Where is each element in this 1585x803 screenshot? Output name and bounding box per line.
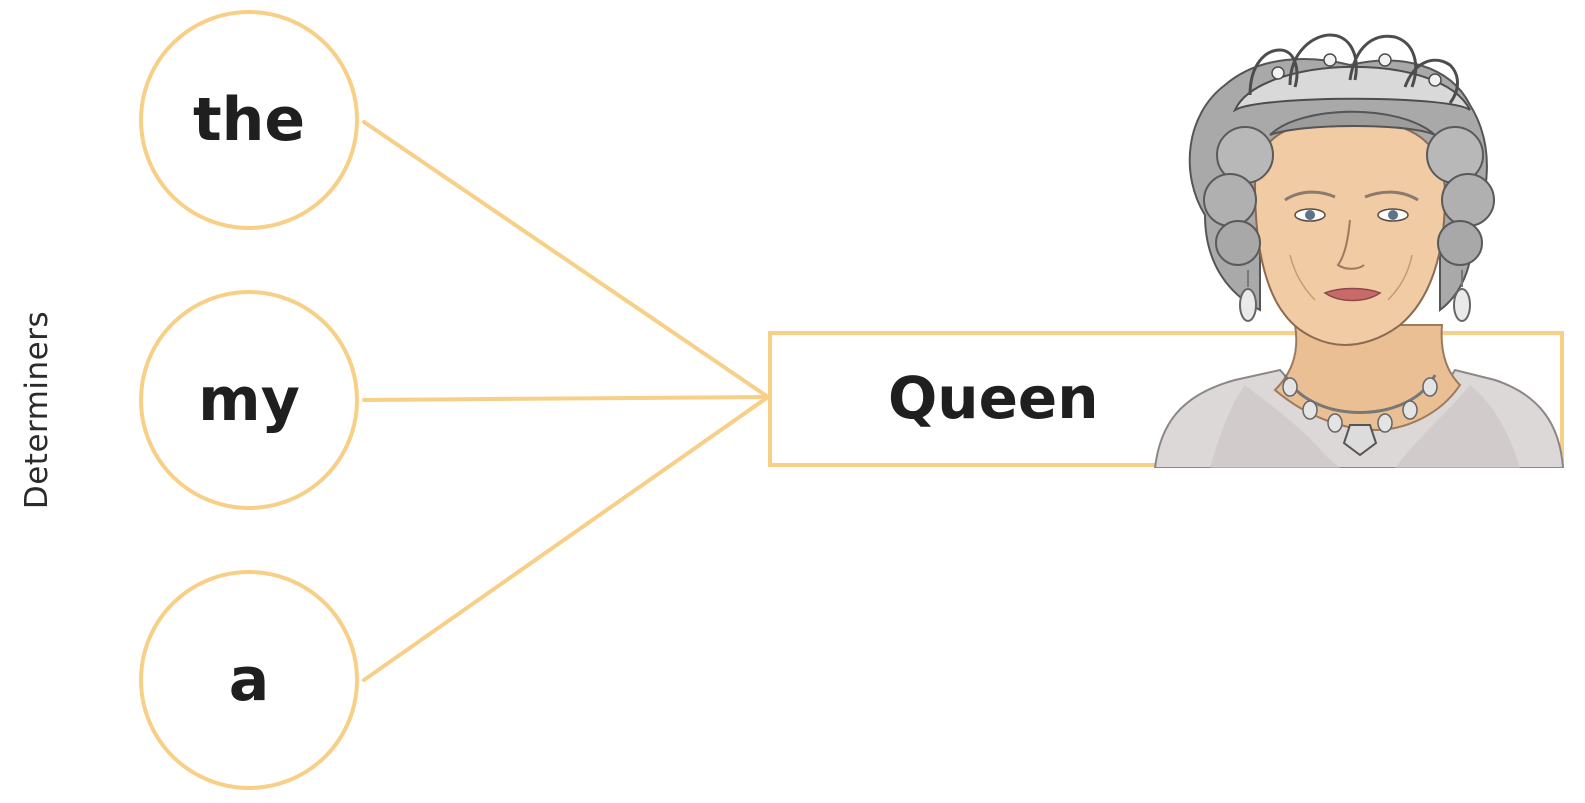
noun-label: Queen: [888, 364, 1099, 432]
determiner-circle-a: a: [139, 570, 359, 790]
connector-the-queen: [362, 120, 770, 399]
queen-illustration: [1153, 33, 1565, 468]
side-label: Determiners: [19, 310, 55, 510]
determiner-circle-my: my: [139, 290, 359, 510]
connector-my-queen: [362, 395, 770, 402]
determiner-word: the: [192, 85, 306, 155]
determiner-word: my: [198, 365, 300, 435]
connector-a-queen: [362, 395, 770, 682]
determiner-circle-the: the: [139, 10, 359, 230]
determiner-word: a: [228, 645, 270, 715]
